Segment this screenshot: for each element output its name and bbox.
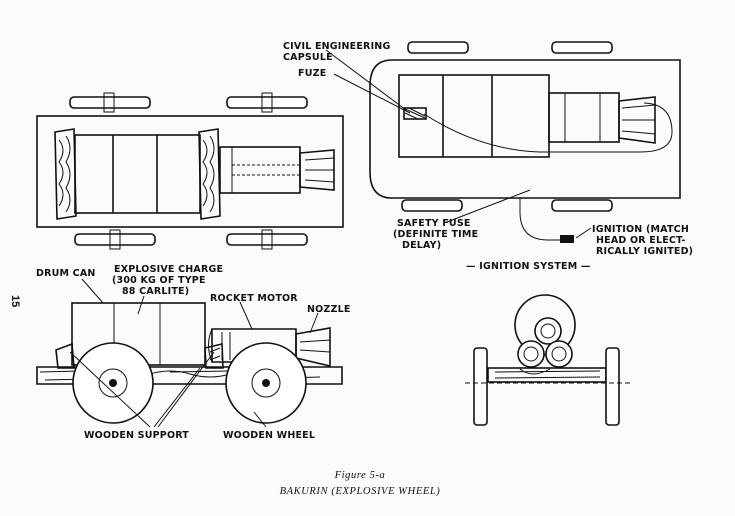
plan-axle-hub xyxy=(261,229,273,250)
ign-wheel-top-right xyxy=(551,41,613,54)
plan-nozzle xyxy=(299,149,335,191)
wooden-support-right xyxy=(204,342,224,369)
ign-wheel-top-left xyxy=(407,41,469,54)
ignition-view: CIVIL ENGINEERING CAPSULE FUZE SAFETY FU… xyxy=(283,41,693,272)
ign-nozzle xyxy=(618,96,656,144)
side-view: DRUM CAN EXPLOSIVE CHARGE (300 KG OF TYP… xyxy=(36,264,351,441)
label-safety-fuse-line1: SAFETY FUSE xyxy=(397,218,471,229)
side-nozzle xyxy=(295,327,331,368)
plan-wheel-top-left xyxy=(69,96,151,109)
label-fuze: FUZE xyxy=(298,68,326,79)
wooden-support-left xyxy=(55,342,75,369)
end-view xyxy=(465,294,630,426)
plan-wood-block-left xyxy=(54,128,77,220)
label-drum-can: DRUM CAN xyxy=(36,268,96,279)
label-safety-fuse-line3: DELAY) xyxy=(402,240,441,251)
end-rocket-tube xyxy=(534,317,562,345)
label-explosive-charge-line2: (300 KG OF TYPE xyxy=(112,275,206,286)
ign-wheel-bottom-left xyxy=(401,199,463,212)
label-nozzle: NOZZLE xyxy=(307,304,351,315)
label-ignition-line1: IGNITION (MATCH xyxy=(592,224,689,235)
label-wooden-wheel: WOODEN WHEEL xyxy=(223,430,315,441)
fuze-block xyxy=(403,107,427,120)
figure-number: Figure 5-a xyxy=(334,470,386,481)
label-ignition-line2: HEAD OR ELECT- xyxy=(596,235,686,246)
label-rocket-motor: ROCKET MOTOR xyxy=(210,293,298,304)
label-ignition-system: — IGNITION SYSTEM — xyxy=(466,261,591,272)
end-drum-can xyxy=(514,294,576,356)
ign-platform xyxy=(369,59,681,199)
ignition-match-head xyxy=(560,235,574,243)
end-wheel-right xyxy=(605,347,620,426)
figure-title: BAKURIN (EXPLOSIVE WHEEL) xyxy=(280,486,441,497)
ign-rocket-motor xyxy=(548,92,620,143)
plan-wheel-bottom-left xyxy=(74,233,156,246)
plan-drum-can xyxy=(74,134,201,214)
plan-wheel-bottom-right xyxy=(226,233,308,246)
plan-view xyxy=(36,92,344,250)
label-explosive-charge-line1: EXPLOSIVE CHARGE xyxy=(114,264,223,275)
end-wheel-left xyxy=(473,347,488,426)
label-wooden-support: WOODEN SUPPORT xyxy=(84,430,189,441)
plan-wheel-top-right xyxy=(226,96,308,109)
ign-wheel-bottom-right xyxy=(551,199,613,212)
end-rocket-tube xyxy=(545,340,573,368)
plan-axle-hub xyxy=(103,92,115,113)
label-capsule-line2: CAPSULE xyxy=(283,52,333,63)
plan-axle-hub xyxy=(261,92,273,113)
plan-wood-block-right xyxy=(198,128,221,220)
label-explosive-charge-line3: 88 CARLITE) xyxy=(122,286,189,297)
label-safety-fuse-line2: (DEFINITE TIME xyxy=(393,229,478,240)
label-ignition-line3: RICALLY IGNITED) xyxy=(596,246,693,257)
page-number: 15 xyxy=(9,295,21,307)
plan-platform xyxy=(36,115,344,228)
label-capsule-line1: CIVIL ENGINEERING xyxy=(283,41,390,52)
plan-axle-hub xyxy=(109,229,121,250)
end-rocket-tube xyxy=(517,340,545,368)
